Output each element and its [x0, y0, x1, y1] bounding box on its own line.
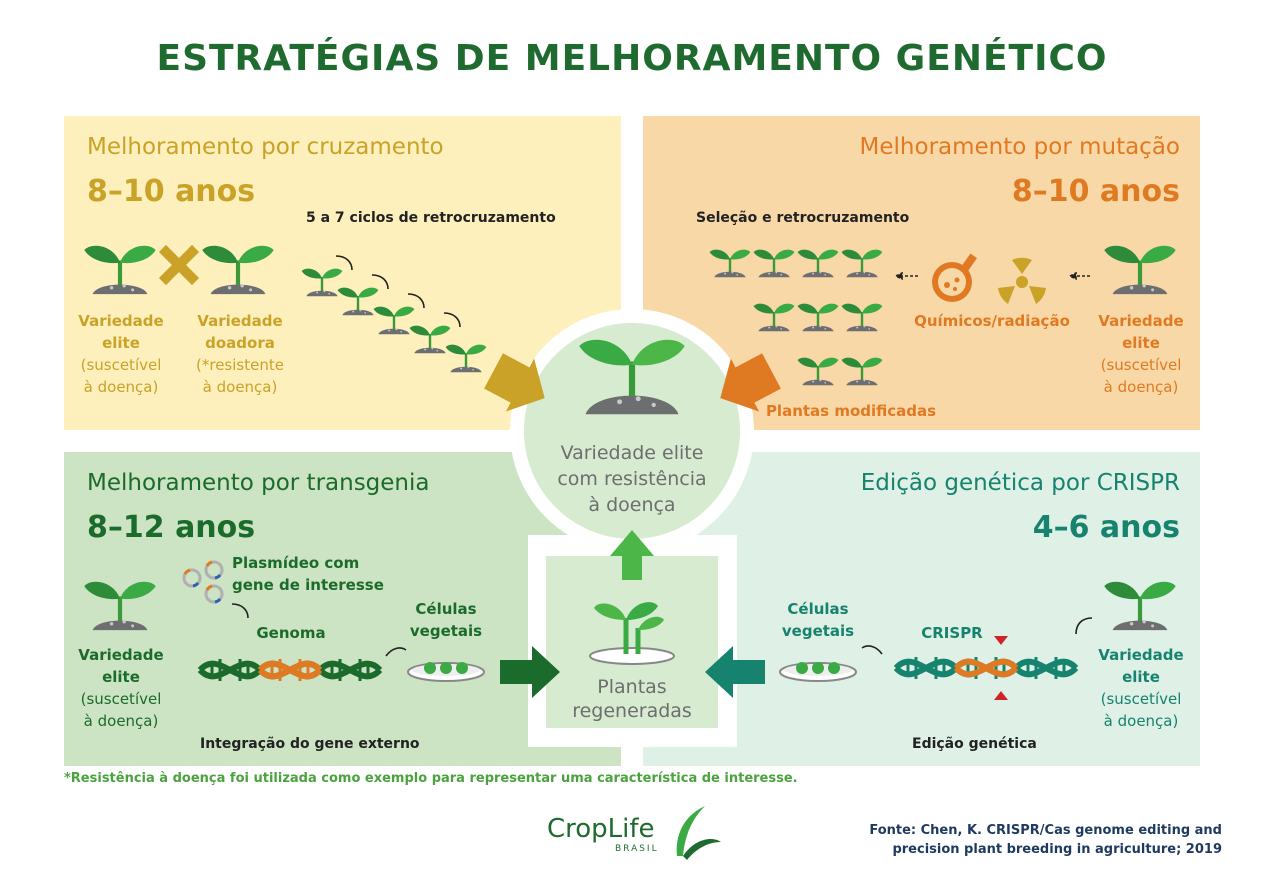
mutacao-selection: Seleção e retrocruzamento	[696, 210, 910, 226]
regen-label: Plantas regeneradas	[572, 676, 692, 722]
mutacao-chem-label: Químicos/radiação	[914, 312, 1070, 330]
cruzamento-donor-label: Variedade doadora (*resistente à doença)	[196, 312, 284, 396]
transgenia-cells-label: Células vegetais	[409, 600, 483, 640]
leaf-logo-icon	[676, 806, 721, 860]
footnote: *Resistência à doença foi utilizada como…	[64, 771, 798, 786]
integration-label: Integração do gene externo	[200, 736, 420, 752]
croplife-logo: CropLife BRASIL	[545, 800, 725, 870]
cruzamento-years: 8–10 anos	[87, 174, 256, 209]
cross-icon	[158, 244, 200, 286]
mutacao-years: 8–10 anos	[1011, 174, 1180, 209]
crispr-cells-label: Células vegetais	[781, 600, 855, 640]
crispr-label: CRISPR	[921, 624, 983, 642]
page-title: ESTRATÉGIAS DE MELHORAMENTO GENÉTICO	[156, 38, 1108, 79]
cruzamento-title: Melhoramento por cruzamento	[87, 134, 444, 160]
crispr-years: 4–6 anos	[1032, 510, 1180, 545]
source-citation: Fonte: Chen, K. CRISPR/Cas genome editin…	[869, 823, 1222, 857]
mutacao-title: Melhoramento por mutação	[859, 134, 1180, 160]
mutacao-elite-label: Variedade elite (suscetível à doença)	[1098, 312, 1184, 396]
radiation-icon	[998, 257, 1046, 304]
cruzamento-elite-label: Variedade elite (suscetível à doença)	[78, 312, 164, 396]
crispr-elite-label: Variedade elite (suscetível à doença)	[1098, 646, 1184, 730]
transgenia-title: Melhoramento por transgenia	[87, 470, 430, 496]
transgenia-years: 8–12 anos	[87, 510, 256, 545]
crispr-title: Edição genética por CRISPR	[860, 470, 1180, 496]
cut-marker-icon	[994, 636, 1008, 700]
chemical-flask-icon	[932, 253, 978, 302]
cruzamento-cycles: 5 a 7 ciclos de retrocruzamento	[306, 210, 556, 226]
genome-label: Genoma	[256, 624, 326, 642]
editing-label: Edição genética	[912, 736, 1037, 752]
result-label: Variedade elite com resistência à doença	[557, 442, 707, 516]
plasmid-label: Plasmídeo com gene de interesse	[232, 554, 384, 594]
transgenia-elite-label: Variedade elite (suscetível à doença)	[78, 646, 164, 730]
mutacao-modified-label: Plantas modificadas	[765, 402, 937, 420]
